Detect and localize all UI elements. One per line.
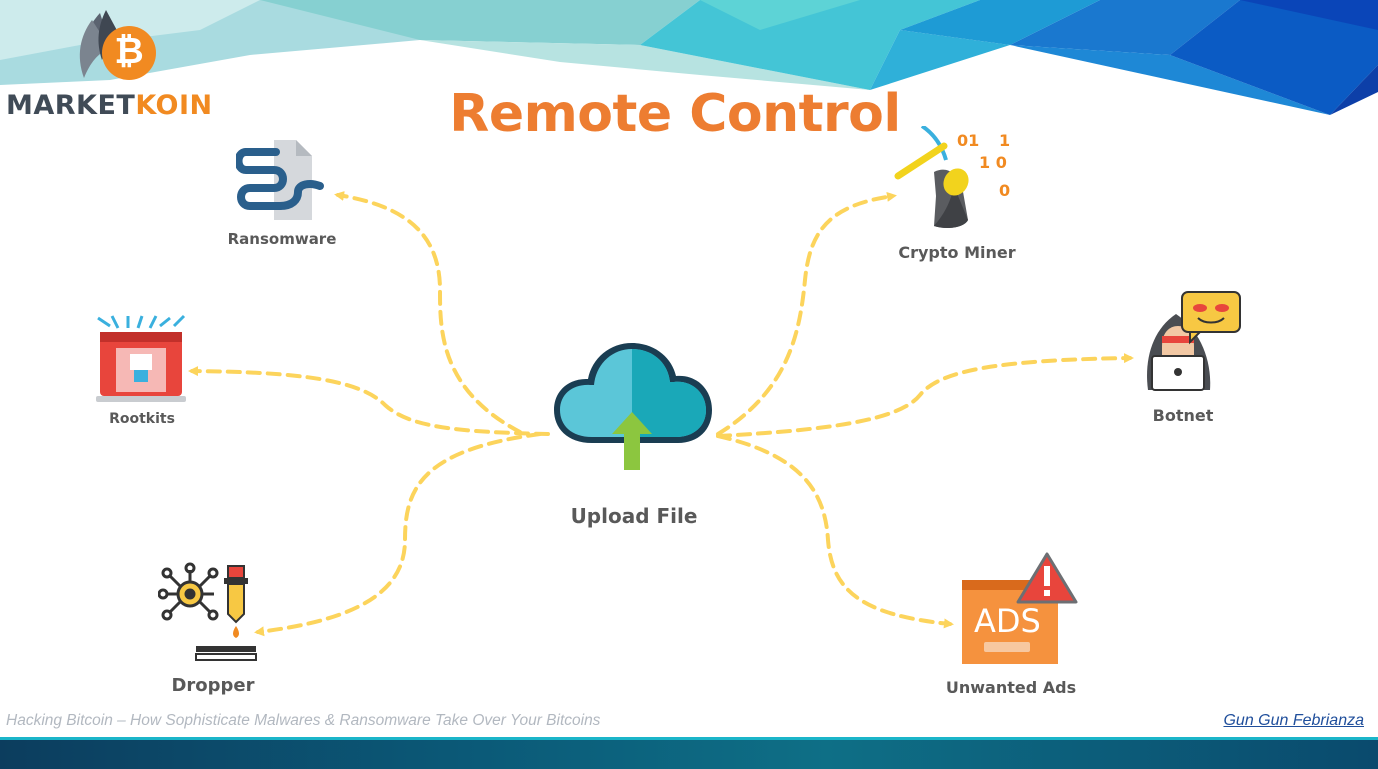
dropper-icon — [158, 562, 257, 661]
author-link[interactable]: Gun Gun Febrianza — [1223, 712, 1364, 729]
logo-text: MARKETKOIN — [6, 90, 213, 121]
arrow-to-ransomware — [334, 191, 522, 434]
crypto-miner-label: Crypto Miner — [898, 243, 1016, 262]
bit-0: 01 — [957, 131, 979, 150]
hacker-icon — [1147, 291, 1241, 391]
ads-text: ADS — [974, 602, 1041, 640]
dropper-label: Dropper — [171, 675, 255, 696]
bit-3: 0 — [999, 181, 1010, 200]
bit-1: 1 — [999, 131, 1010, 150]
arrow-to-crypto-miner — [716, 191, 897, 436]
logo-part-market: MARKET — [6, 90, 136, 121]
rootkits-label: Rootkits — [109, 411, 175, 427]
botnet-label: Botnet — [1152, 406, 1214, 425]
logo-coin: ₿ — [102, 26, 156, 80]
ransomware-icon — [236, 140, 324, 220]
logo-part-koin: KOIN — [135, 90, 213, 121]
cloud-upload-icon — [554, 343, 712, 470]
page-title: Remote Control — [449, 84, 901, 144]
footer-bar — [0, 740, 1378, 769]
ads-warning-icon: ADS — [962, 552, 1078, 664]
rootkit-icon — [96, 314, 186, 402]
bit-2: 1 0 — [979, 153, 1007, 172]
footer-caption: Hacking Bitcoin – How Sophisticate Malwa… — [6, 712, 601, 729]
arrow-to-botnet — [716, 353, 1134, 438]
arrow-to-rootkits — [188, 366, 550, 436]
ransomware-label: Ransomware — [227, 230, 337, 248]
pickaxe-icon — [894, 126, 969, 228]
bitcoin-icon: ₿ — [114, 31, 144, 72]
arrow-to-ads — [716, 434, 954, 629]
center-label: Upload File — [570, 504, 698, 528]
binary-digits: 01 1 1 0 0 — [957, 131, 1010, 200]
footer-accent-line — [0, 737, 1378, 741]
arrow-to-dropper — [254, 432, 542, 637]
ads-label: Unwanted Ads — [945, 678, 1077, 697]
